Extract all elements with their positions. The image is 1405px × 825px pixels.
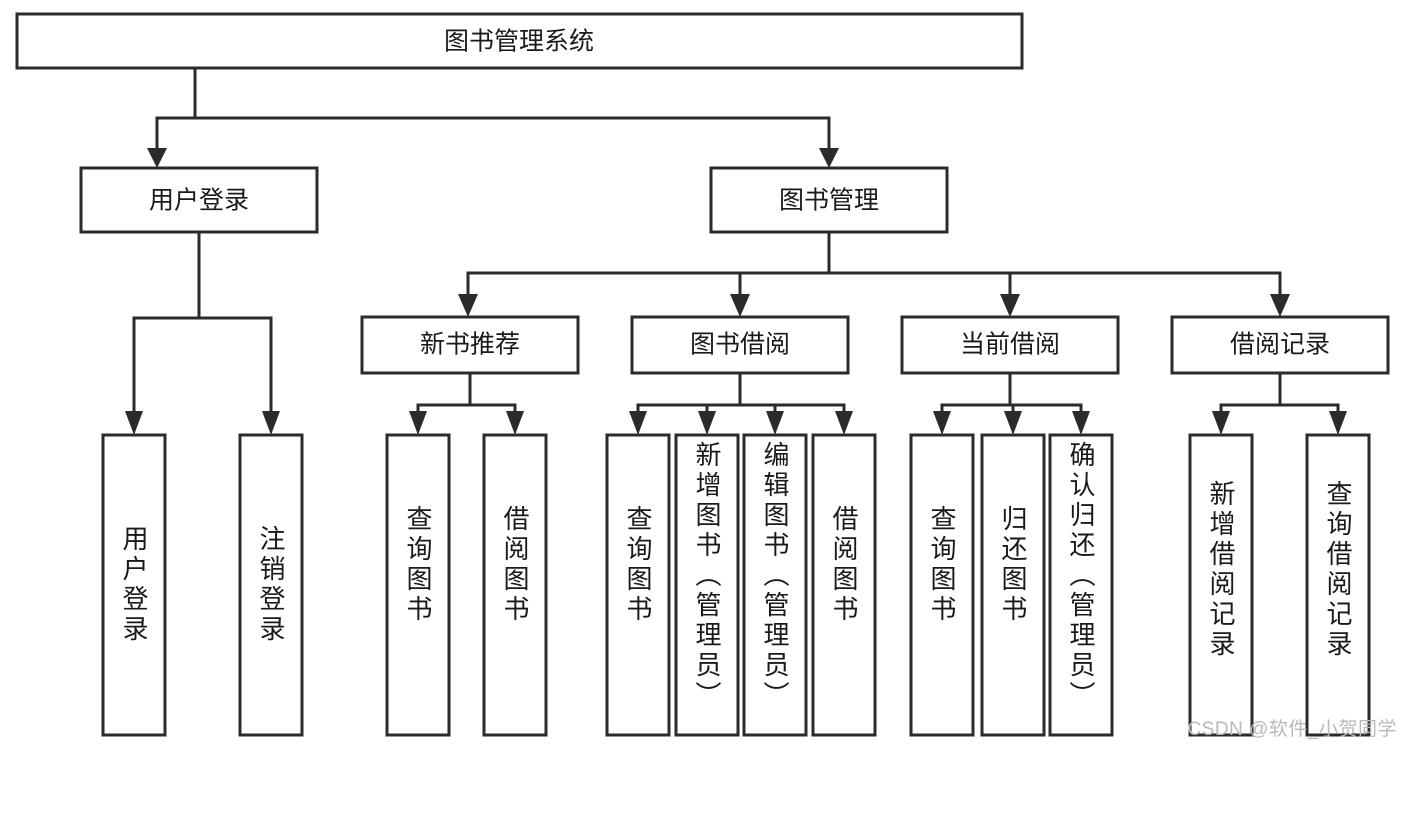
arrowhead-leaf-logout-login (262, 411, 280, 435)
arrowhead-leaf-user-login (125, 411, 143, 435)
node-box-user-login[interactable] (79, 166, 319, 234)
node-label-borrow-record: 借阅记录 (1230, 331, 1330, 359)
node-box-leaf-return-book[interactable] (980, 433, 1046, 737)
arrowhead-leaf-add-borrow-record (1212, 411, 1230, 435)
arrowhead-book-management (819, 148, 839, 168)
node-box-current-borrow[interactable] (900, 315, 1120, 375)
connector-group-book-management (458, 230, 1290, 317)
diagram-canvas: 图书管理系统 用户登录 图书管理 新书推荐 图书借阅 当前借阅 借阅记录 (15, 12, 1390, 737)
node-box-leaf-query-borrow-record[interactable] (1305, 433, 1371, 737)
connector-group-borrow-record (1212, 371, 1347, 435)
arrowhead-leaf-query-book-3 (933, 411, 951, 435)
node-box-leaf-add-borrow-record[interactable] (1188, 433, 1254, 737)
node-box-leaf-query-book-3[interactable] (909, 433, 975, 737)
node-label-current-borrow: 当前借阅 (960, 331, 1060, 359)
arrowhead-leaf-add-book (698, 411, 716, 435)
arrowhead-new-book-recommend (458, 294, 478, 317)
node-box-leaf-query-book-1[interactable] (385, 433, 451, 737)
connector-group-current-borrow (933, 371, 1090, 435)
connector-group-new-book-recommend (409, 371, 524, 435)
arrowhead-leaf-query-book-1 (409, 411, 427, 435)
arrowhead-leaf-return-book (1004, 411, 1022, 435)
node-box-title[interactable] (15, 12, 1024, 70)
arrowhead-leaf-confirm-return (1072, 411, 1090, 435)
connector-group-book-borrow (629, 371, 853, 435)
connector-group-root (147, 66, 839, 168)
node-box-borrow-record[interactable] (1170, 315, 1390, 375)
node-box-leaf-add-book[interactable] (674, 433, 740, 737)
arrowhead-leaf-borrow-book-2 (835, 411, 853, 435)
node-label-title: 图书管理系统 (444, 28, 594, 56)
arrowhead-current-borrow (1000, 294, 1020, 317)
arrowhead-borrow-record (1270, 294, 1290, 317)
arrowhead-leaf-edit-book (766, 411, 784, 435)
node-label-book-borrow: 图书借阅 (690, 331, 790, 359)
connector-group-user-login (125, 230, 280, 435)
org-chart-diagram: 图书管理系统 用户登录 图书管理 新书推荐 图书借阅 当前借阅 借阅记录 用户登… (15, 12, 1397, 740)
node-box-leaf-confirm-return[interactable] (1048, 433, 1114, 737)
node-label-book-management: 图书管理 (779, 187, 879, 215)
node-label-new-book-recommend: 新书推荐 (420, 331, 520, 359)
arrowhead-leaf-query-book-2 (629, 411, 647, 435)
node-box-leaf-borrow-book-1[interactable] (482, 433, 548, 737)
arrowhead-book-borrow (730, 294, 750, 317)
node-box-book-management[interactable] (709, 166, 949, 234)
node-label-user-login: 用户登录 (149, 187, 249, 215)
node-box-leaf-user-login[interactable] (101, 433, 167, 737)
csdn-watermark: CSDN @软件_小贺同学 (1187, 719, 1397, 740)
arrowhead-leaf-query-borrow-record (1329, 411, 1347, 435)
node-box-new-book-recommend[interactable] (360, 315, 580, 375)
node-box-leaf-query-book-2[interactable] (605, 433, 671, 737)
arrowhead-leaf-borrow-book-1 (506, 411, 524, 435)
node-box-book-borrow[interactable] (630, 315, 850, 375)
arrowhead-user-login (147, 148, 167, 168)
node-box-leaf-borrow-book-2[interactable] (811, 433, 877, 737)
node-box-leaf-logout-login[interactable] (238, 433, 304, 737)
node-box-leaf-edit-book[interactable] (742, 433, 808, 737)
